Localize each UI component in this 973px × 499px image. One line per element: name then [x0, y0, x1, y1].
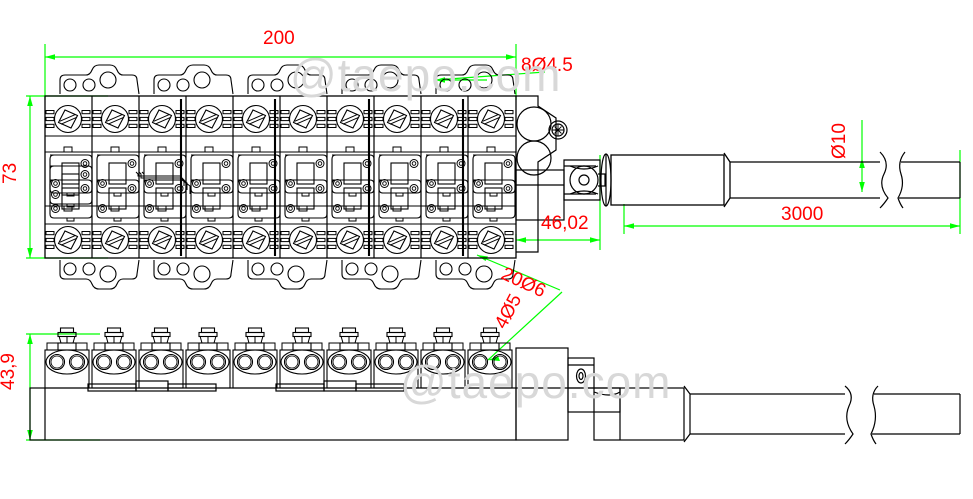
contact-box-row-lower2	[49, 179, 516, 222]
dim-cable-length: 3000	[781, 204, 823, 225]
dim-overall-height: 73	[0, 163, 21, 184]
cable-body	[723, 152, 845, 208]
dim-hole-pattern-top: 8Ø4.5	[521, 55, 573, 76]
front-view-assembly	[44, 64, 961, 290]
watermark-top: @taepo.com	[290, 49, 562, 101]
side-view-assembly	[29, 327, 961, 445]
cable-gland	[563, 153, 612, 207]
cable-break-symbol	[845, 151, 961, 209]
cable-break-symbol-side	[844, 385, 961, 445]
watermark-bottom: @taepo.com	[400, 356, 672, 408]
dim-side-height: 43,9	[0, 353, 19, 390]
dimension-texts: 200 73 8Ø4.5 46,02 Ø10 3000 20Ø6 4Ø5 43,…	[0, 28, 850, 390]
dim-connector-length: 46,02	[541, 213, 589, 234]
cable-side	[593, 385, 845, 443]
dim-cable-diameter: Ø10	[829, 123, 850, 159]
cable-sleeve	[610, 154, 725, 206]
contact-box-row-upper	[49, 154, 516, 197]
dim-overall-width: 200	[263, 28, 295, 49]
dim-screw-holes: 4Ø5	[491, 291, 526, 333]
